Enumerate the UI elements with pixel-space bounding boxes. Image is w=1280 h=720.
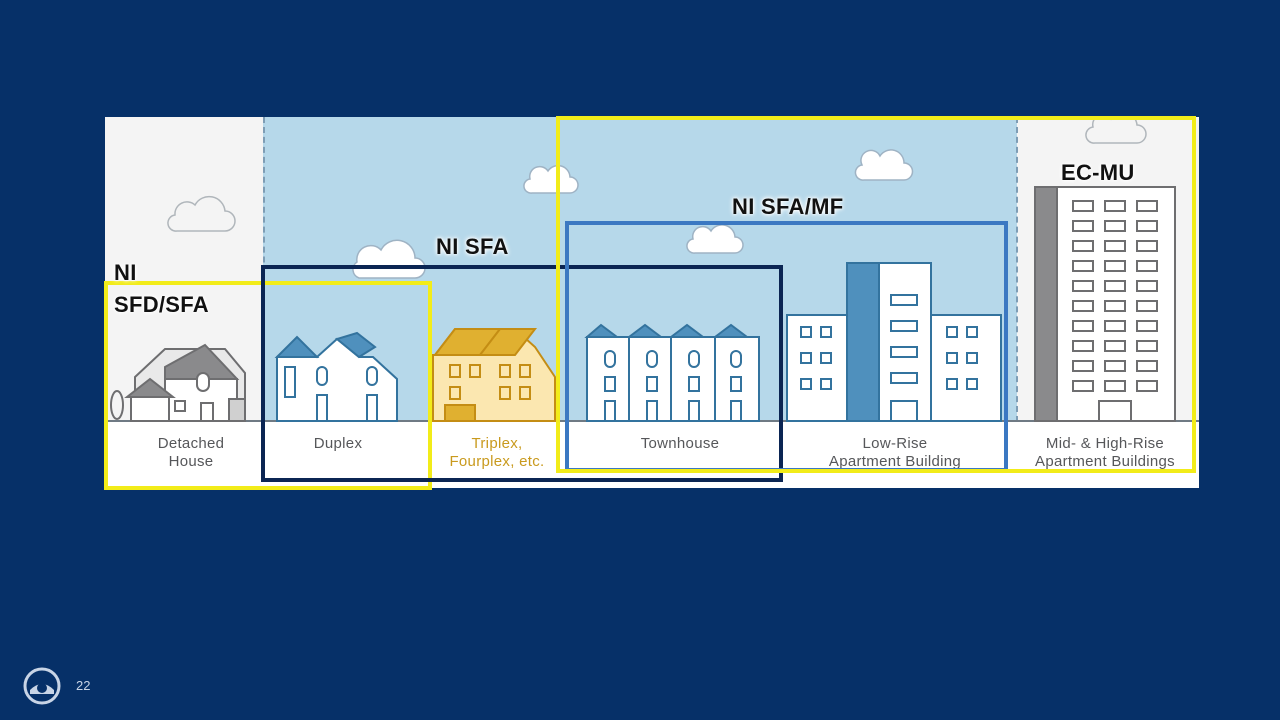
city-seal-logo bbox=[23, 667, 61, 705]
zone-label-ni-sfa-mf: NI SFA/MF bbox=[732, 194, 844, 219]
caption-detached-house: Detached House bbox=[157, 435, 225, 470]
buildings-illustration bbox=[105, 117, 1199, 422]
caption-townhouse: Townhouse bbox=[640, 435, 720, 452]
triplex-icon bbox=[432, 328, 556, 422]
caption-bar bbox=[105, 422, 1199, 488]
low-rise-building-icon bbox=[786, 262, 1002, 422]
caption-triplex: Triplex, Fourplex, etc. bbox=[449, 435, 545, 470]
slide-number: 22 bbox=[76, 678, 91, 693]
caption-low-rise: Low-Rise Apartment Building bbox=[828, 435, 962, 470]
housing-types-figure: Detached House Duplex Triplex, Fourplex,… bbox=[105, 117, 1199, 488]
zone-label-ni-sfa: NI SFA bbox=[436, 234, 509, 259]
zone-box-ni-sfa-mf bbox=[556, 116, 1196, 473]
townhouse-icon bbox=[584, 323, 760, 422]
zone-box-ni-sfa bbox=[261, 265, 783, 482]
detached-house-icon bbox=[110, 343, 246, 422]
zone-label-ni-sfd-sfa: NI SFD/SFA bbox=[114, 260, 209, 317]
zone-label-ec-mu: EC-MU bbox=[1061, 160, 1135, 185]
divider-right bbox=[1016, 117, 1018, 422]
zone-box-ni-sfd-sfa bbox=[104, 281, 432, 490]
high-rise-building-icon bbox=[1034, 186, 1176, 422]
caption-high-rise: Mid- & High-Rise Apartment Buildings bbox=[1035, 435, 1175, 470]
duplex-icon bbox=[274, 331, 398, 422]
caption-duplex: Duplex bbox=[313, 435, 363, 452]
